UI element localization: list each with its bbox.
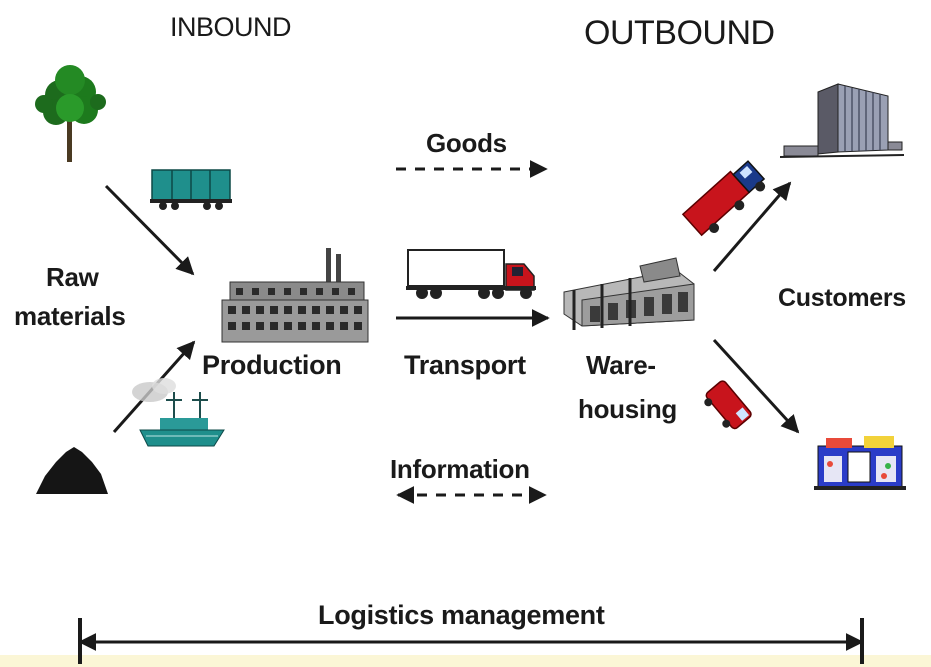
warehousing-label-line1: Ware- <box>586 350 656 380</box>
logistics-management-bracket <box>78 618 864 664</box>
raw-materials-label-line1: Raw <box>46 262 99 292</box>
office-building-icon <box>779 83 905 158</box>
information-label: Information <box>390 454 530 484</box>
inbound-header: INBOUND <box>170 12 292 42</box>
footer-band <box>0 655 931 667</box>
ore-pile-icon <box>36 447 108 494</box>
outbound-header: OUTBOUND <box>584 14 775 52</box>
warehouse-icon <box>563 257 695 330</box>
transport-label: Transport <box>404 350 526 380</box>
freight-railcar-icon <box>150 169 232 210</box>
warehouse-to-office-arrow <box>712 181 792 272</box>
retail-store-icon <box>814 436 906 490</box>
red-van-icon <box>704 380 752 430</box>
warehouse-to-store-arrow <box>712 338 800 434</box>
customers-label: Customers <box>778 284 906 312</box>
production-label: Production <box>202 350 342 380</box>
raw-to-production-upper-arrow <box>104 184 195 276</box>
semi-truck-icon <box>406 249 536 299</box>
goods-label: Goods <box>426 128 507 158</box>
raw-materials-label-line2: materials <box>14 301 126 331</box>
logistics-management-label: Logistics management <box>318 600 605 630</box>
cargo-ship-icon <box>132 378 225 447</box>
red-truck-icon <box>681 160 766 237</box>
factory-icon <box>221 248 369 343</box>
warehousing-label-line2: housing <box>578 394 677 424</box>
tree-icon <box>35 65 106 162</box>
